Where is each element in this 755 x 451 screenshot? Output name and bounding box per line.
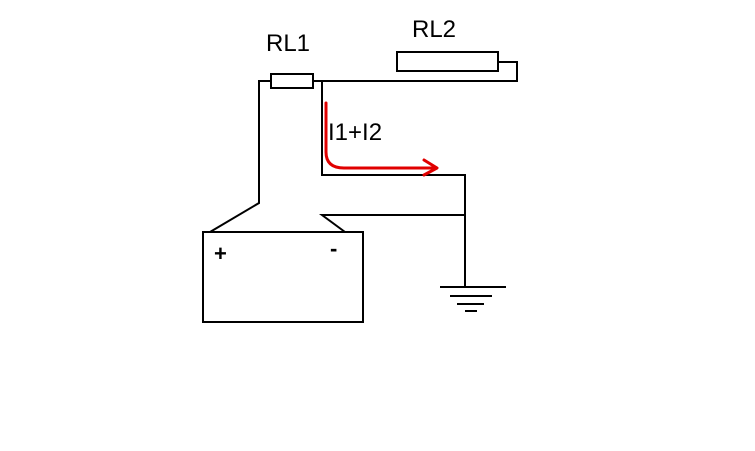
relay2-return-wire [322,61,518,82]
ground-symbol-icon [440,286,506,312]
current-arrow-icon [324,101,439,177]
relay1-label: RL1 [266,30,310,57]
positive-feed-wire [209,80,271,233]
current-label: I1+I2 [328,119,382,146]
relay2-body [396,51,499,72]
negative-ground-wire [318,214,466,287]
relay2-label: RL2 [412,16,456,43]
battery-positive-terminal: + [214,241,227,266]
battery-negative-terminal: - [330,236,337,261]
relay1-body [270,73,314,89]
relay-ground-wire [313,80,466,215]
battery [202,231,364,323]
